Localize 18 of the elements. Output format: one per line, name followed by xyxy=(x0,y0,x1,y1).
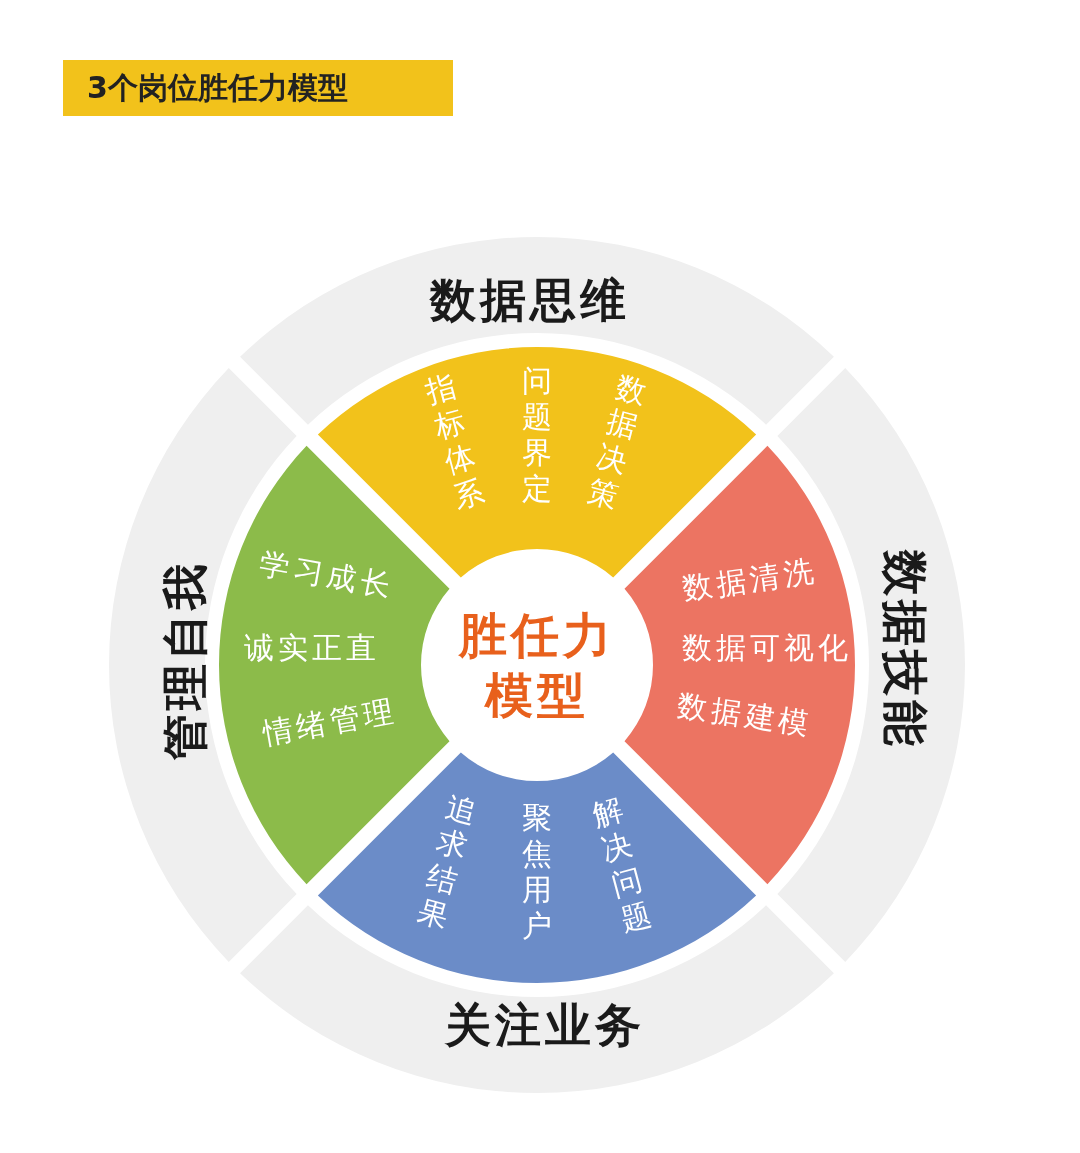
competency-label: 诚实正直 xyxy=(244,633,380,663)
category-label: 数据思维 xyxy=(430,277,630,323)
competency-label: 追求结果 xyxy=(413,788,482,936)
competency-label: 数据可视化 xyxy=(682,633,852,663)
competency-label: 问题界定 xyxy=(521,363,553,507)
competency-label: 聚焦用户 xyxy=(521,800,553,944)
competency-label: 解决问题 xyxy=(587,791,656,939)
category-label: 管理自我 xyxy=(162,560,208,760)
competency-label: 数据建模 xyxy=(675,690,815,740)
competency-label: 情绪管理 xyxy=(260,695,400,749)
category-label: 关注业务 xyxy=(445,1002,645,1048)
center-title: 胜任力模型 xyxy=(457,606,616,725)
competency-label: 指标体系 xyxy=(420,368,489,516)
competency-label: 数据清洗 xyxy=(680,555,820,605)
competency-label: 数据决策 xyxy=(583,368,652,516)
title-banner: 3个岗位胜任力模型 xyxy=(63,60,453,116)
competency-label: 学习成长 xyxy=(257,548,397,602)
category-label: 数据技能 xyxy=(882,550,928,750)
